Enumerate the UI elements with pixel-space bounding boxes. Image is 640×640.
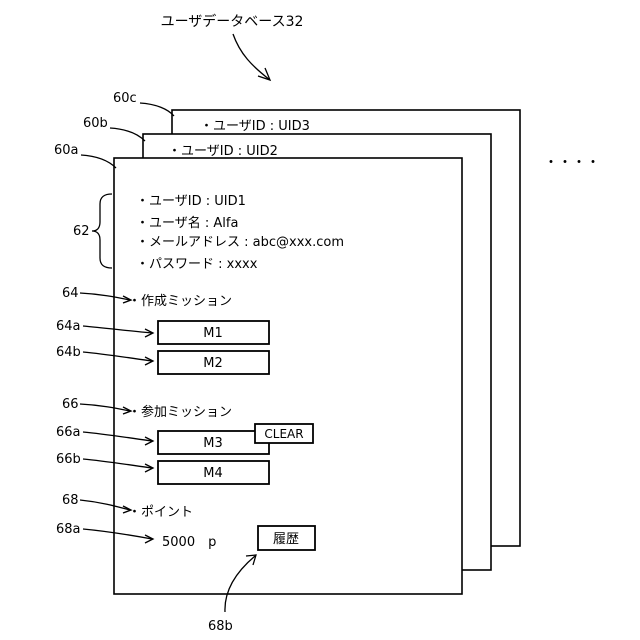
more-records-ellipsis: ・・・・: [544, 155, 600, 171]
mission-name-m3: M3: [203, 436, 223, 451]
user-name-field: ・ユーザ名 : Alfa: [136, 215, 238, 231]
mission-name-m1: M1: [203, 326, 223, 341]
ref-64b: 64b: [56, 345, 81, 360]
ref-68b: 68b: [208, 619, 233, 634]
created-missions-label: ・作成ミッション: [128, 294, 232, 309]
ref-66a: 66a: [56, 425, 81, 440]
card-60b-user-id: ・ユーザID : UID2: [168, 144, 278, 159]
ref-60c-leader: [140, 103, 174, 116]
ref-60b: 60b: [83, 116, 108, 131]
ref-60a-leader: [81, 155, 116, 168]
figure-title: ユーザデータベース32: [161, 13, 304, 30]
ref-60b-leader: [110, 128, 145, 141]
mission-name-m2: M2: [203, 356, 223, 371]
profile-brace: [92, 194, 112, 268]
ref-60a: 60a: [54, 143, 79, 158]
ref-66: 66: [62, 397, 79, 412]
mission-name-m4: M4: [203, 466, 223, 481]
user-id-field: ・ユーザID : UID1: [136, 194, 246, 209]
clear-badge-label: CLEAR: [264, 427, 303, 441]
ref-60c: 60c: [113, 91, 137, 106]
ref-64a: 64a: [56, 319, 81, 334]
ref-68a: 68a: [56, 522, 81, 537]
password-field: ・パスワード : xxxx: [136, 257, 258, 272]
joined-missions-label: ・参加ミッション: [128, 404, 232, 420]
ref-62: 62: [73, 224, 90, 239]
ref-68: 68: [62, 493, 79, 508]
email-field: ・メールアドレス : abc@xxx.com: [136, 235, 344, 250]
points-label: ・ポイント: [128, 505, 193, 520]
ref-64: 64: [62, 286, 79, 301]
card-60c-user-id: ・ユーザID : UID3: [200, 119, 310, 134]
ref-66b: 66b: [56, 452, 81, 467]
title-arrow: [233, 34, 270, 80]
history-button-label: 履歴: [273, 532, 299, 547]
points-value: 5000 p: [162, 535, 216, 550]
